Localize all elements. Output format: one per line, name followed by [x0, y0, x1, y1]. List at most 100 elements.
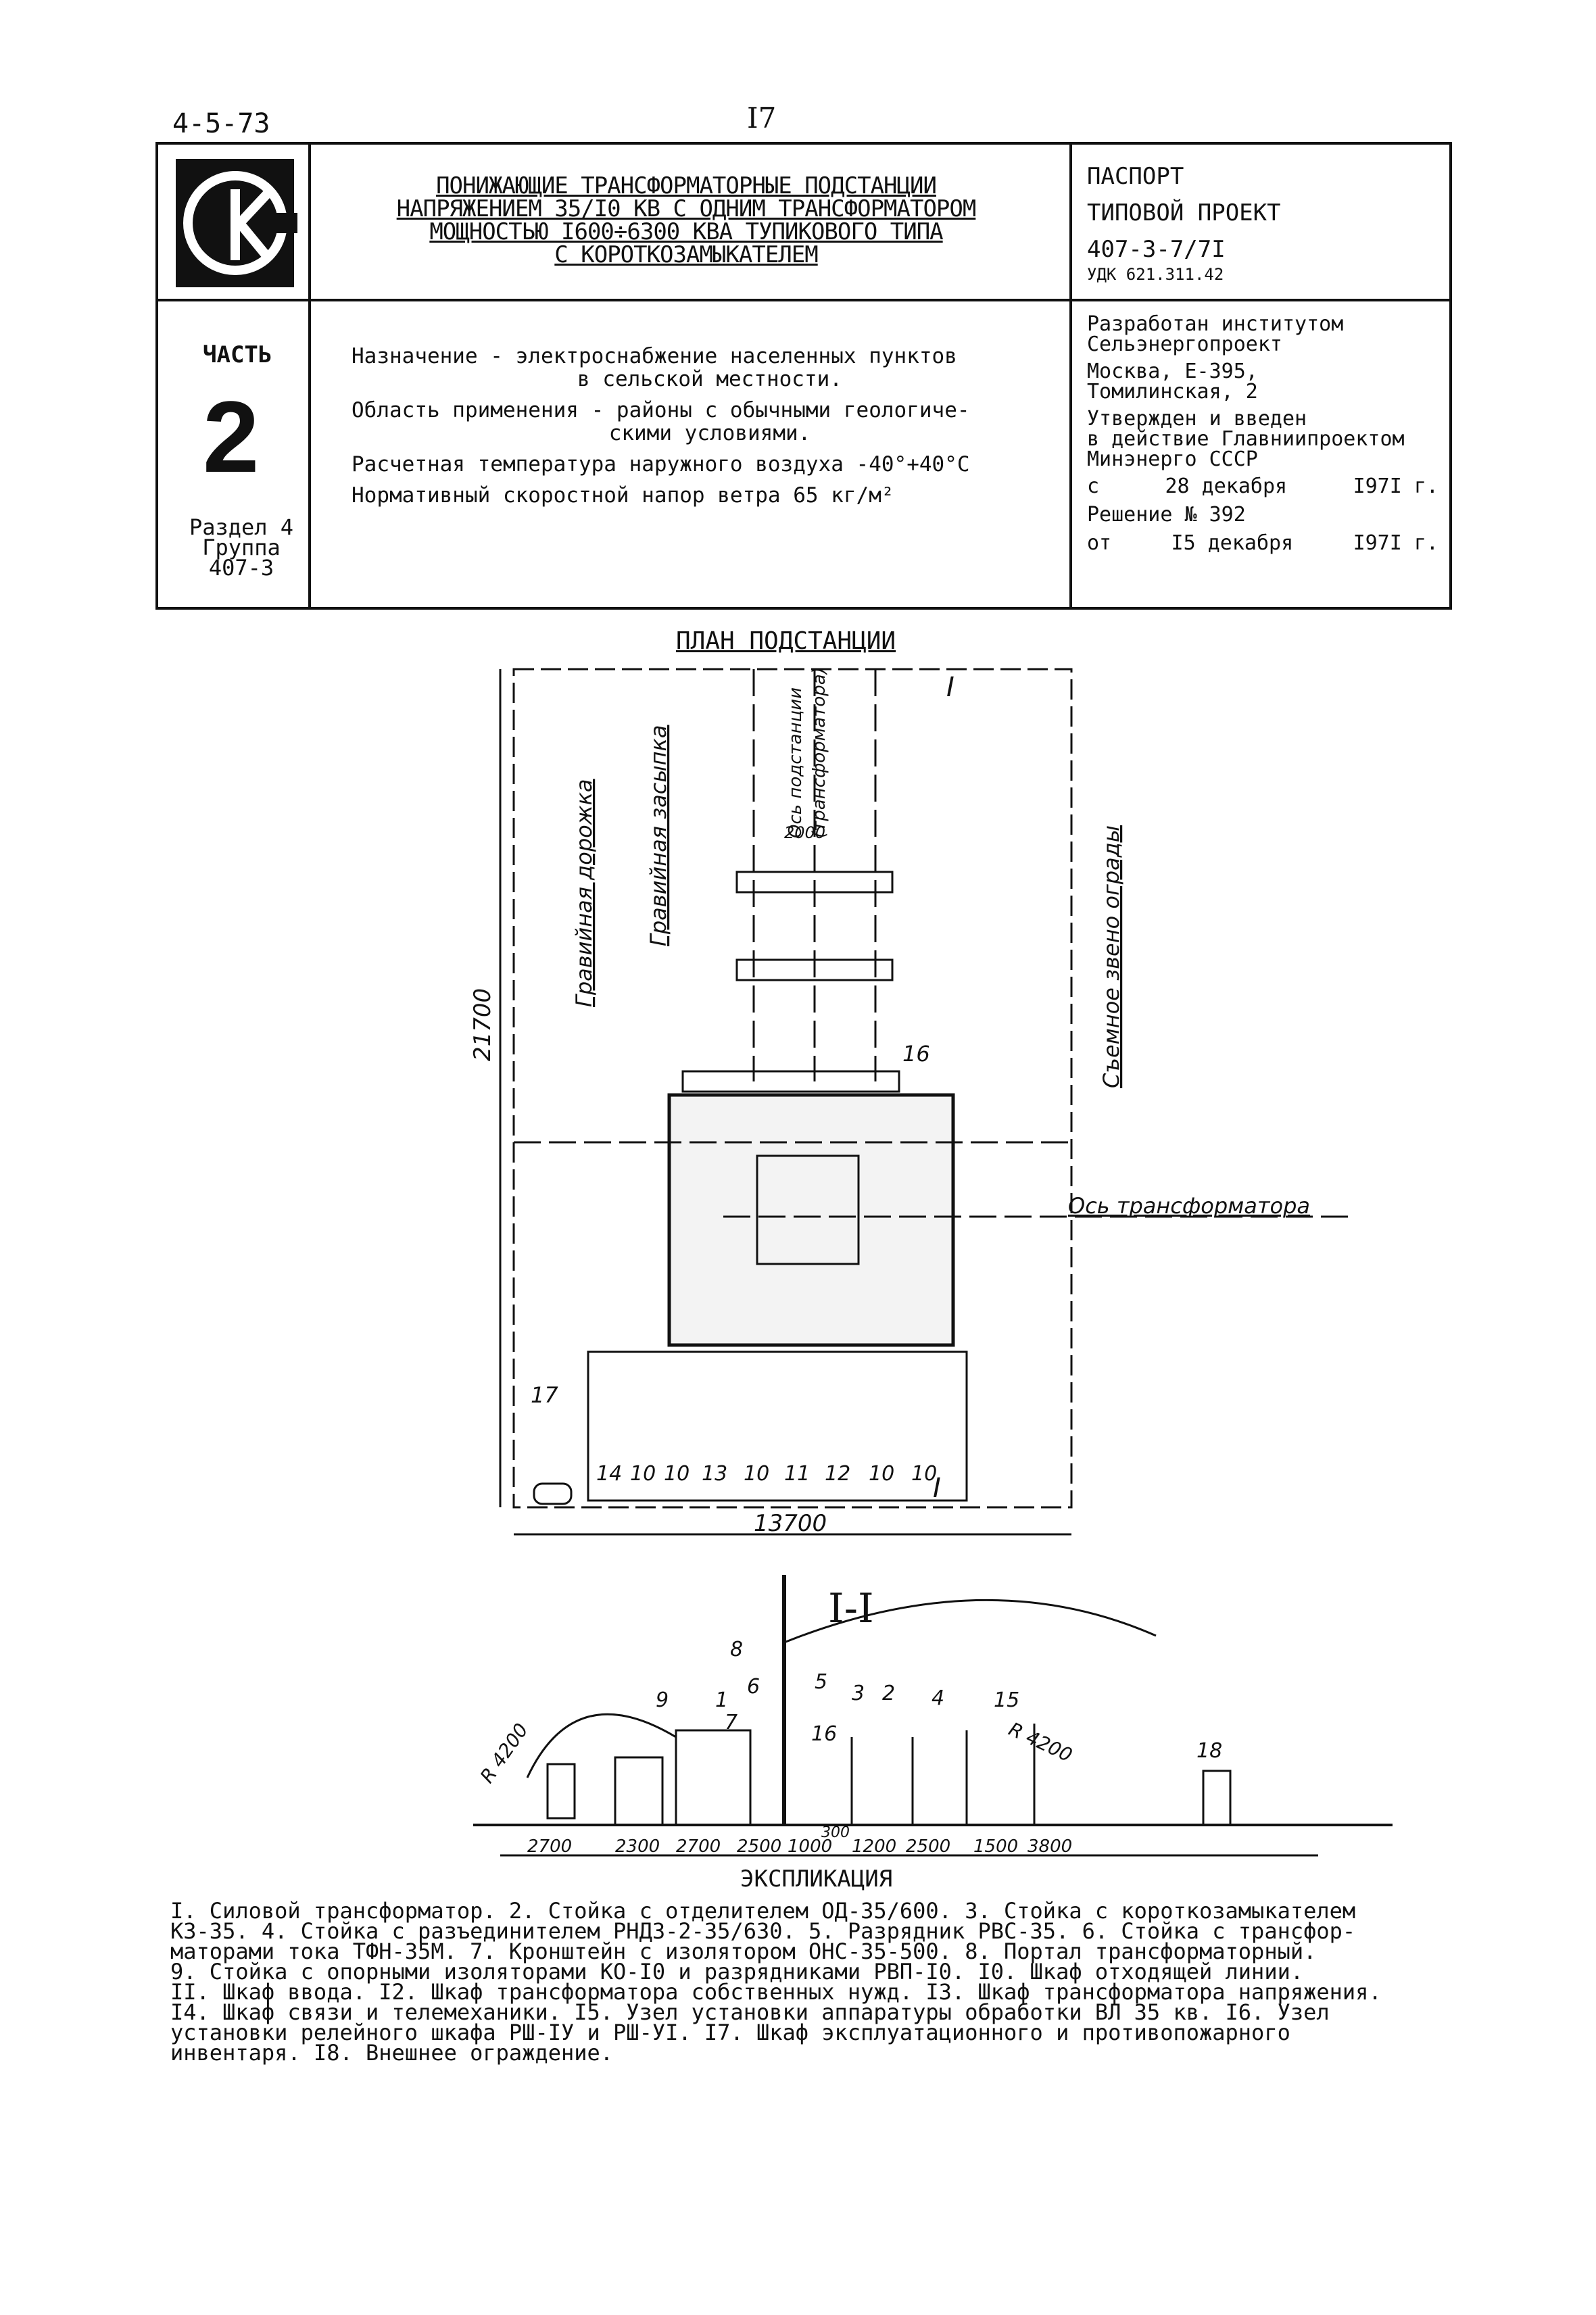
callout-number: 5: [815, 1670, 827, 1694]
transformer: [756, 1154, 860, 1265]
transformer-side: [675, 1729, 752, 1826]
cabinet-17: [533, 1482, 573, 1505]
cabinet-number: 12: [825, 1462, 850, 1486]
section-dim: 2500: [737, 1836, 781, 1857]
passport-block: ПАСПОРТ ТИПОВОЙ ПРОЕКТ 407-3-7/7I: [1087, 158, 1281, 268]
outgoing-cabinet: [614, 1756, 664, 1826]
gruppa-number: 407-3: [208, 555, 274, 581]
explication-line: I4. Шкаф связи и телемеханики. I5. Узел …: [170, 1999, 1330, 2025]
temperature-line: Расчетная температура наружного воздуха …: [352, 452, 970, 477]
callout-number: 15: [994, 1688, 1019, 1712]
purpose-line: в сельской местности.: [577, 367, 842, 391]
fence-post: [1202, 1770, 1232, 1826]
fence-post: [546, 1763, 576, 1820]
callout-number: 7: [725, 1711, 737, 1734]
title-line: ПОНИЖАЮЩИЕ ТРАНСФОРМАТОРНЫЕ ПОДСТАНЦИИ: [436, 172, 937, 199]
section-mark-bottom: I: [933, 1473, 941, 1504]
date-prefix: с: [1087, 474, 1100, 498]
project-type: ТИПОВОЙ ПРОЕКТ: [1087, 199, 1281, 226]
date-day: I5 декабря: [1171, 531, 1294, 555]
section-dim: 2700: [676, 1836, 721, 1857]
radius-left: R 4200: [476, 1719, 533, 1787]
radius-right: R 4200: [1005, 1717, 1075, 1766]
dim-height: 21700: [469, 988, 496, 1061]
section-mark-top: I: [946, 672, 954, 703]
section-group: Раздел 4 Группа 407-3: [177, 514, 306, 581]
callout-number: 6: [747, 1675, 760, 1699]
developer-line: Сельэнергопроект: [1087, 333, 1282, 356]
razdel-label: Раздел 4: [189, 514, 294, 540]
application-line: скими условиями.: [608, 421, 811, 445]
organization-logo: [176, 159, 297, 287]
dim-width: 13700: [754, 1510, 827, 1537]
cabinet-number: 10: [664, 1462, 690, 1486]
label-transformer-axis: Ось трансформатора: [1068, 1193, 1310, 1219]
explication-line: 9. Стойка с опорными изоляторами КО-I0 и…: [170, 1959, 1304, 1984]
ck-logo-icon: [183, 171, 297, 275]
address-line: Томилинская, 2: [1087, 380, 1258, 404]
decision-date: от I5 декабря I97I г.: [1087, 533, 1452, 554]
passport-label: ПАСПОРТ: [1087, 163, 1184, 190]
part-label: ЧАСТЬ: [203, 341, 272, 368]
explication-line: инвентаря. I8. Внешнее ограждение.: [170, 2040, 614, 2066]
callout-number: 2: [882, 1682, 895, 1705]
explication-line: КЗ-35. 4. Стойка с разъединителем РНДЗ-2…: [170, 1918, 1356, 1944]
cabinet-number: 10: [869, 1462, 894, 1486]
portal-bar: [735, 871, 894, 894]
udk-code: УДК 621.311.42: [1087, 265, 1224, 284]
section-dim: 3800: [1027, 1836, 1072, 1857]
part-number: 2: [203, 380, 260, 493]
callout-number: 18: [1196, 1739, 1222, 1763]
project-number: 407-3-7/7I: [1087, 236, 1226, 263]
callout-number: 1: [715, 1688, 728, 1712]
dim-2000: 2000: [784, 823, 825, 842]
cabinet-number: 11: [784, 1462, 810, 1486]
date-day: 28 декабря: [1165, 474, 1288, 498]
substation-plan-drawing: 21700 13700 Ось трансформатора 14 10 10 …: [469, 667, 1352, 1537]
callout-16: 16: [902, 1041, 930, 1067]
approval-line: Минэнерго СССР: [1087, 447, 1258, 471]
cabinet-number: 14: [596, 1462, 622, 1486]
section-dim: 300: [821, 1824, 850, 1841]
cabinet-number: 10: [911, 1462, 937, 1486]
section-dim: 1500: [973, 1836, 1018, 1857]
title-line: МОЩНОСТЬЮ I600÷6300 КВА ТУПИКОВОГО ТИПА: [429, 218, 943, 245]
label-gravel-fill: Гравийная засыпка: [646, 725, 671, 947]
overhead-line: [526, 1713, 677, 1778]
cabinet-number: 10: [744, 1462, 769, 1486]
explication-line: I. Силовой трансформатор. 2. Стойка с от…: [170, 1898, 1356, 1924]
document-title: ПОНИЖАЮЩИЕ ТРАНСФОРМАТОРНЫЕ ПОДСТАНЦИИ Н…: [318, 174, 1055, 266]
cabinet-row: [587, 1350, 968, 1502]
label-substation-axis-2: (трансформатора): [809, 667, 829, 838]
page-number: I7: [747, 101, 777, 135]
overhead-line: [783, 1599, 1157, 1644]
gravel-area: [667, 1093, 955, 1347]
fence-outline: [512, 668, 1073, 1509]
label-removable-fence: Съемное звено ограды: [1098, 825, 1124, 1088]
date-year: I97I г.: [1353, 474, 1438, 498]
label-substation-axis: Ось подстанции: [785, 687, 806, 838]
callout-number: 16: [811, 1722, 837, 1746]
callout-number: 3: [852, 1682, 865, 1705]
callout-number: 9: [656, 1688, 669, 1712]
label-gravel-road: Гравийная дорожка: [571, 779, 597, 1007]
application-line: Область применения - районы с обычными г…: [352, 398, 970, 422]
decision-number: Решение № 392: [1087, 503, 1246, 527]
explication-title: ЭКСПЛИКАЦИЯ: [740, 1866, 893, 1893]
passport-frame: [155, 142, 1452, 610]
portal-bar: [735, 958, 894, 981]
explication-line: II. Шкаф ввода. I2. Шкаф трансформатора …: [170, 1979, 1382, 2005]
section-dim: 1200: [852, 1836, 896, 1857]
gruppa-label: Группа: [202, 535, 281, 560]
date-prefix: от: [1087, 531, 1112, 555]
callout-17: 17: [531, 1382, 558, 1408]
section-dim: 2500: [906, 1836, 950, 1857]
section-dim: 2300: [615, 1836, 660, 1857]
wind-line: Нормативный скоростной напор ветра 65 кг…: [352, 483, 894, 508]
approval-line: Утвержден и введен: [1087, 407, 1307, 431]
title-line: НАПРЯЖЕНИЕМ 35/I0 КВ С ОДНИМ ТРАНСФОРМАТ…: [396, 195, 977, 222]
plan-title: ПЛАН ПОДСТАНЦИИ: [676, 627, 896, 655]
section-drawing: 9 1 7 8 6 5 16 3 2 4 15 18 R 4200 R 4200…: [473, 1575, 1393, 1857]
explication-line: установки релейного шкафа РШ-IУ и РШ-УI.…: [170, 2020, 1290, 2045]
purpose-line: Назначение - электроснабжение населенных…: [352, 344, 957, 368]
